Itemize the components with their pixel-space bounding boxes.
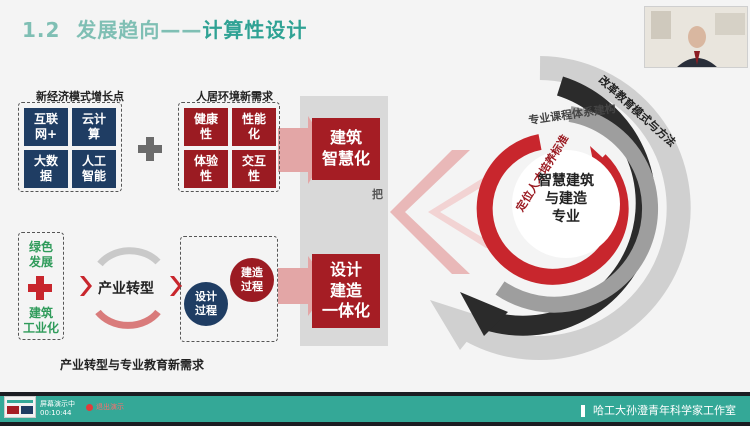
economy-item-internet: 互联 网+ <box>24 108 68 146</box>
economy-item-ai: 人工 智能 <box>72 150 116 188</box>
economy-item-bigdata: 大数 据 <box>24 150 68 188</box>
outer-gray-ring <box>464 56 691 360</box>
design-process-circle: 设计 过程 <box>184 282 228 326</box>
chevron-left-large <box>390 150 470 274</box>
exit-sharing-label: 退出演示 <box>96 403 124 411</box>
exit-sharing-button[interactable]: 退出演示 <box>86 400 124 414</box>
slide-thumbnail-icon <box>7 400 33 414</box>
economy-group-box <box>18 102 122 192</box>
brand-label: 哈工大孙澄青年科学家工作室 <box>581 402 736 418</box>
transform-label: 产业转型 <box>98 281 154 297</box>
dark-ring-arrowhead <box>460 292 508 336</box>
brand-text: 哈工大孙澄青年科学家工作室 <box>593 404 736 417</box>
transform-arc-top <box>97 247 161 267</box>
outer-ring-arrowhead <box>430 300 486 350</box>
economy-group-label: 新经济模式增长点 <box>36 90 124 103</box>
slide-title: 1.2 发展趋向——计算性设计 <box>22 14 307 43</box>
green-group-box <box>18 232 64 340</box>
green-item-development: 绿色 发展 <box>28 240 53 269</box>
economy-item-cloud: 云计 算 <box>72 108 116 146</box>
slide-title-main: 发展趋向—— <box>76 18 203 42</box>
green-item-industrialization: 建筑 工业化 <box>22 306 59 335</box>
outcome-smart-building: 建筑 智慧化 <box>312 118 380 180</box>
stop-icon <box>86 403 93 411</box>
transform-process-box <box>180 236 278 342</box>
build-process-circle: 建造 过程 <box>230 258 274 302</box>
plus-icon-v <box>146 137 154 161</box>
presentation-slide: 1.2 发展趋向——计算性设计 <box>0 0 750 392</box>
habitat-item-experience: 体验 性 <box>184 150 228 188</box>
grasp-label: 把 <box>372 188 383 201</box>
habitat-item-performance: 性能 化 <box>232 108 276 146</box>
transform-arc-bottom <box>95 309 161 329</box>
share-thumbnail[interactable] <box>4 396 36 418</box>
slide-number: 1.2 <box>22 18 61 42</box>
brand-bar <box>0 396 750 422</box>
chevron-left-icon-2 <box>170 276 182 296</box>
red-plus-icon-v <box>36 276 44 300</box>
outcome-design-build-integration: 设计 建造 一体化 <box>312 254 380 328</box>
center-circle <box>512 150 620 258</box>
sharing-status: 屏幕演示中 <box>40 400 75 408</box>
sharing-timer: 00:10:44 <box>40 409 72 417</box>
habitat-group-box <box>178 102 280 192</box>
cycle-center-label: 智慧建筑 与建造 专业 <box>538 173 594 226</box>
chevron-left-icon-1 <box>80 276 92 296</box>
presenter-video-icon <box>645 7 747 67</box>
habitat-group-label: 人居环境新需求 <box>196 90 273 103</box>
slide-title-highlight: 计算性设计 <box>202 18 308 42</box>
brand-mark-icon <box>581 405 585 417</box>
chevron-left-inner <box>428 176 500 248</box>
habitat-item-health: 健康 性 <box>184 108 228 146</box>
transform-group-label: 产业转型与专业教育新需求 <box>60 358 205 372</box>
red-ring <box>476 134 629 285</box>
habitat-item-interaction: 交互 性 <box>232 150 276 188</box>
middle-ring <box>495 106 659 313</box>
presenter-webcam <box>644 6 748 68</box>
